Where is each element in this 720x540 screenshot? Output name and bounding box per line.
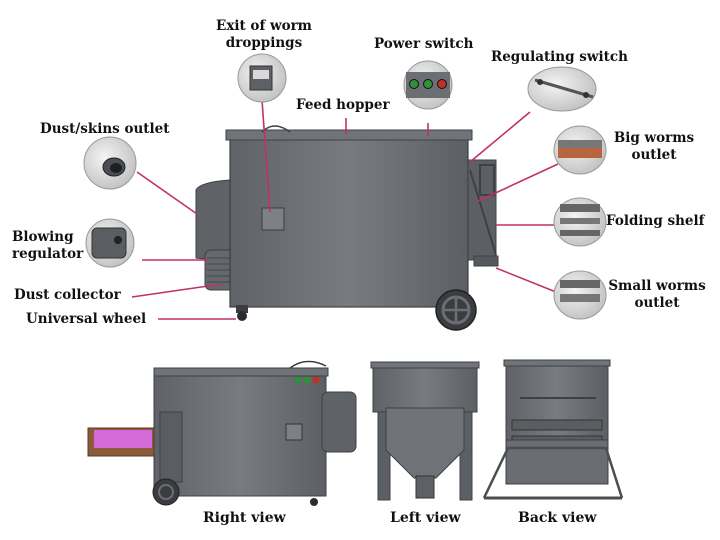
label-power-switch: Power switch <box>374 36 474 52</box>
label-big-worms-outlet: Big worms outlet <box>613 130 695 163</box>
label-dust-skins-outlet: Dust/skins outlet <box>40 121 170 137</box>
label-regulating-switch: Regulating switch <box>491 49 628 65</box>
label-folding-shelf: Folding shelf <box>606 213 705 229</box>
back-view-machine <box>482 359 624 500</box>
label-feed-hopper: Feed hopper <box>296 97 390 113</box>
detail-thumbnails <box>83 53 607 320</box>
right-view-machine <box>87 360 357 506</box>
label-exit-worm-droppings: Exit of worm droppings <box>216 18 312 51</box>
caption-right-view: Right view <box>203 510 286 526</box>
label-small-worms-outlet: Small worms outlet <box>608 278 706 311</box>
label-universal-wheel: Universal wheel <box>26 311 147 327</box>
label-dust-collector: Dust collector <box>14 287 121 303</box>
label-blowing-regulator: Blowing regulator <box>12 229 84 262</box>
caption-back-view: Back view <box>518 510 597 526</box>
caption-left-view: Left view <box>390 510 461 526</box>
left-view-machine <box>370 361 480 501</box>
main-machine <box>195 125 499 331</box>
leader-lines <box>131 99 559 320</box>
